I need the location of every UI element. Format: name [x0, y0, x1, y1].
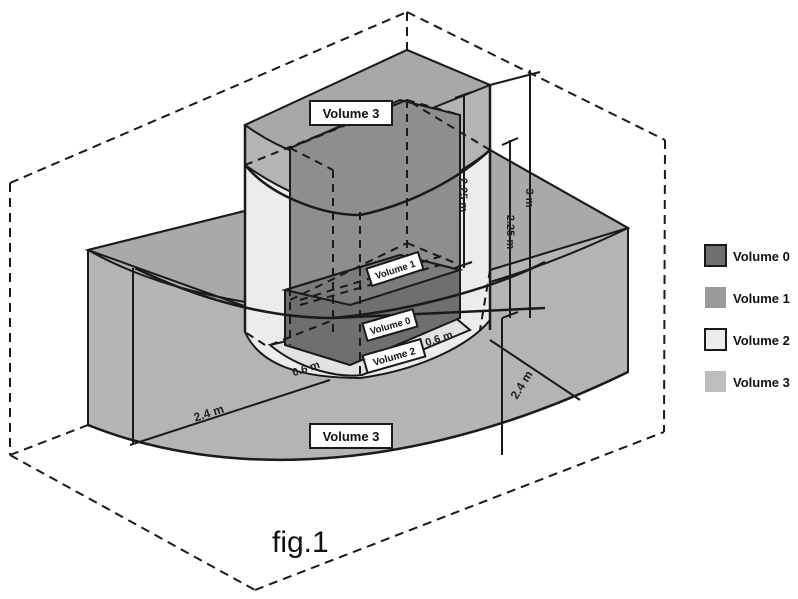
zone-curves: [87, 85, 629, 462]
svg-text:Volume 3: Volume 3: [323, 429, 380, 444]
legend-item-volume1: Volume 1: [705, 287, 790, 308]
svg-text:Volume 2: Volume 2: [733, 333, 790, 348]
label-volume0: Volume 0: [361, 307, 419, 343]
legend-item-volume2: Volume 2: [704, 328, 790, 351]
legend-item-volume0: Volume 0: [704, 244, 790, 267]
svg-text:Volume 3: Volume 3: [323, 106, 380, 121]
dim-height-3: 3 m: [523, 189, 535, 208]
dimension-lines: [129, 70, 581, 446]
dim-height-2-25-a: 2.25 m: [457, 178, 469, 212]
legend-swatch-volume1: [705, 287, 726, 308]
legend-swatch-volume3: [705, 371, 726, 392]
svg-text:Volume 0: Volume 0: [733, 249, 790, 264]
label-volume3-bottom: Volume 3: [309, 423, 393, 449]
legend-swatch-volume2: [704, 328, 727, 351]
svg-text:Volume 1: Volume 1: [733, 291, 790, 306]
legend: Volume 0 Volume 1 Volume 2 Volume 3: [704, 244, 790, 392]
room-wireframe: [9, 11, 666, 591]
legend-swatch-volume0: [704, 244, 727, 267]
legend-item-volume3: Volume 3: [705, 371, 790, 392]
figure-caption: fig.1: [272, 526, 329, 559]
dim-height-2-25-b: 2.25 m: [504, 215, 516, 249]
label-volume1: Volume 1: [365, 250, 425, 288]
label-volume3-top: Volume 3: [309, 100, 393, 126]
svg-text:Volume 3: Volume 3: [733, 375, 790, 390]
